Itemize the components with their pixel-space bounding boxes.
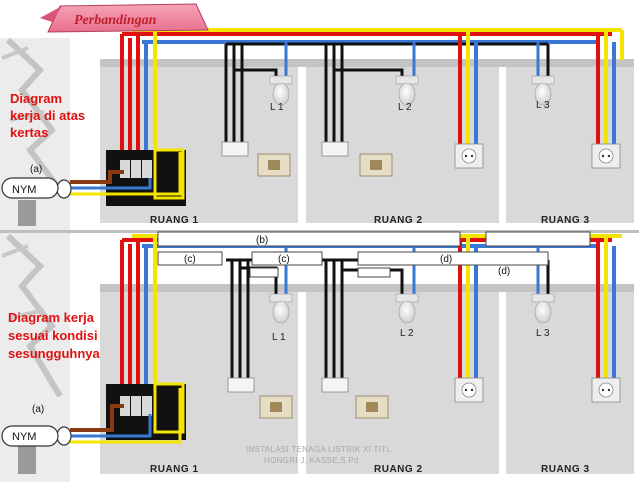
bottom-person-figure (18, 444, 36, 474)
bottom-distribution-panel (70, 382, 186, 444)
top-side-title: Diagram kerja di atas kertas (10, 91, 85, 140)
top-room-3-label: RUANG 3 (541, 215, 590, 226)
top-lamp-l2 (395, 75, 419, 106)
bottom-socket-2 (591, 377, 621, 403)
top-person-figure (18, 200, 36, 226)
conduit-c-room-2: (c) (249, 251, 323, 278)
bottom-room-1-label: RUANG 1 (150, 464, 199, 475)
bottom-side-title-line-2: sesuai kondisi (8, 328, 98, 343)
title-banner-text: Perbandingan (74, 13, 157, 28)
conduit-c1-label: (c) (184, 254, 196, 265)
bottom-lamp-l1-label: L 1 (272, 332, 286, 343)
top-nym-cable-end (56, 179, 72, 199)
top-lamp-l3-label: L 3 (536, 100, 550, 111)
top-distribution-panel (70, 148, 186, 206)
bottom-lamp-l3 (531, 293, 555, 324)
top-junction-box-2 (321, 141, 349, 157)
conduit-d2-label: (d) (498, 266, 510, 277)
conduit-d1-label: (d) (440, 254, 452, 265)
top-side-title-line-3: kertas (10, 125, 48, 140)
bottom-room-2-label: RUANG 2 (374, 464, 423, 475)
footer-line-1: INSTALASI TENAGA LISTRIK XI TITL (246, 445, 391, 454)
top-room-2-label: RUANG 2 (374, 215, 423, 226)
title-banner: Perbandingan (40, 3, 209, 33)
top-socket-2 (591, 143, 621, 169)
top-cable-label: NYM (12, 184, 36, 196)
top-section: Diagram kerja di atas kertas (a) NYM L 1… (0, 28, 634, 234)
bottom-side-title: Diagram kerja sesuai kondisi sesungguhny… (8, 310, 101, 361)
footer-credit: INSTALASI TENAGA LISTRIK XI TITL HONGRI … (246, 445, 391, 465)
top-supply-label: (a) (30, 164, 42, 175)
bottom-nym-label-box (1, 425, 59, 447)
top-lamp-l3 (531, 75, 555, 106)
top-side-title-line-1: Diagram (10, 91, 62, 106)
top-nym-label-box (1, 177, 59, 199)
top-side-title-line-2: kerja di atas (10, 108, 85, 123)
conduit-c2-label: (c) (278, 254, 290, 265)
bottom-side-title-line-3: sesungguhnya (8, 346, 101, 361)
bottom-section: (b) (c) (c) (d) (d) (0, 231, 634, 482)
conduit-b-label: (b) (256, 235, 268, 246)
conduit-d-room-3: (d) (498, 266, 510, 277)
bottom-nym-cable-end (56, 426, 72, 446)
bottom-junction-box-2 (321, 377, 349, 393)
bottom-lamp-l1 (269, 293, 293, 324)
conduit-b: (b) (157, 231, 591, 247)
footer-line-2: HONGRI J. KASSE,S.Pd (264, 456, 359, 465)
top-lamp-l2-label: L 2 (398, 102, 412, 113)
conduit-d-room-2: (d) (357, 251, 549, 278)
bottom-side-title-line-1: Diagram kerja (8, 310, 95, 325)
bottom-lamp-l2 (395, 293, 419, 324)
bottom-cable-label: NYM (12, 431, 36, 443)
conduit-c-room-1: (c) (157, 251, 223, 266)
bottom-lamp-l2-label: L 2 (400, 328, 414, 339)
top-lamp-l1-label: L 1 (270, 102, 284, 113)
top-socket-1 (454, 143, 484, 169)
bottom-junction-box-1 (227, 377, 255, 393)
bottom-ceiling-rail (100, 284, 634, 292)
bottom-supply-label: (a) (32, 404, 44, 415)
top-junction-box-1 (221, 141, 249, 157)
top-room-1-label: RUANG 1 (150, 215, 199, 226)
bottom-lamp-l3-label: L 3 (536, 328, 550, 339)
bottom-socket-1 (454, 377, 484, 403)
bottom-room-3-label: RUANG 3 (541, 464, 590, 475)
top-lamp-l1 (269, 75, 293, 106)
top-ceiling-rail (100, 59, 634, 67)
